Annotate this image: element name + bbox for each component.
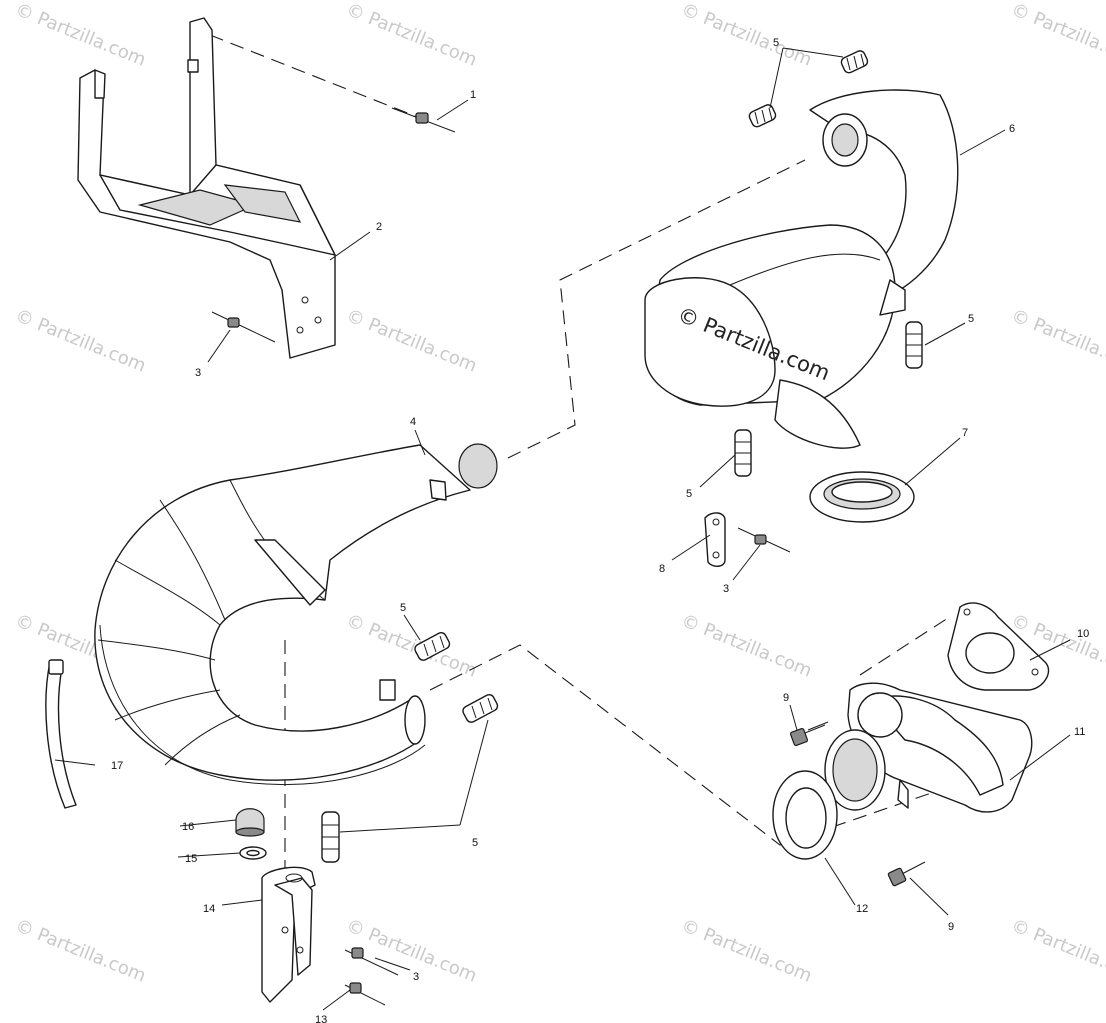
spring-upper-right	[840, 50, 869, 74]
spring-right-vertical	[905, 321, 923, 369]
washer	[239, 846, 267, 860]
leader-lines	[54, 47, 1071, 1011]
spring-lower-center	[321, 811, 340, 863]
callout-2: 2	[376, 221, 382, 233]
screw-part-1	[391, 107, 456, 133]
callout-9: 9	[948, 921, 954, 933]
callout-3: 3	[195, 367, 201, 379]
callout-3: 3	[413, 971, 419, 983]
watermark-text: © Partzilla.com	[343, 610, 480, 682]
callout-5: 5	[686, 488, 692, 500]
mounting-bracket	[77, 17, 336, 359]
callout-17: 17	[111, 760, 123, 772]
watermark-text: © Partzilla.com	[1008, 305, 1106, 377]
watermark-text: © Partzilla.com	[678, 0, 815, 71]
callout-4: 4	[410, 416, 416, 428]
bolt-part-9-lower	[887, 861, 926, 887]
manifold-gasket	[947, 602, 1050, 691]
watermark-text: © Partzilla.com	[1008, 0, 1106, 71]
screw-part-3-lower	[344, 947, 399, 976]
watermark-text: © Partzilla.com	[12, 0, 149, 71]
watermark-text: © Partzilla.com	[343, 915, 480, 987]
spring-mid-right	[462, 694, 499, 723]
watermark-text: © Partzilla.com	[343, 305, 480, 377]
watermark-text: © Partzilla.com	[12, 305, 149, 377]
dash-line	[209, 34, 421, 119]
callout-5: 5	[472, 837, 478, 849]
callout-5: 5	[400, 602, 406, 614]
callout-8: 8	[659, 563, 665, 575]
callout-7: 7	[962, 427, 968, 439]
rubber-bumper	[235, 808, 265, 837]
spring-lower-vertical	[734, 429, 752, 477]
dash-line	[429, 644, 941, 846]
watermark-text: © Partzilla.com	[678, 610, 815, 682]
strap-plate	[704, 512, 726, 567]
callout-15: 15	[185, 853, 197, 865]
rubber-strap	[45, 659, 77, 809]
callout-3: 3	[723, 583, 729, 595]
exhaust-manifold	[824, 682, 1033, 813]
lower-bracket	[261, 866, 316, 1003]
callout-11: 11	[1074, 726, 1085, 738]
callout-labels: 1 2 3 4 5 6 5 5 7 8 3 5 5 17 16 15 14 3 …	[111, 37, 1089, 1023]
spring-mid-left	[414, 632, 451, 661]
callout-1: 1	[470, 89, 476, 101]
seal-ring	[772, 770, 838, 860]
callout-9: 9	[783, 692, 789, 704]
callout-10: 10	[1077, 628, 1089, 640]
callout-6: 6	[1009, 123, 1015, 135]
watermark-text: © Partzilla.com	[678, 915, 815, 987]
watermark-text: © Partzilla.com	[1008, 915, 1106, 987]
bolt-part-9-upper	[789, 721, 829, 747]
grommet-ring	[809, 471, 915, 523]
dash-line	[859, 617, 949, 676]
silencer	[644, 89, 959, 449]
callout-12: 12	[856, 903, 868, 915]
screw-part-13	[344, 982, 386, 1006]
screw-part-3-right	[737, 527, 791, 553]
dash-line	[507, 159, 806, 459]
spring-upper-left	[748, 104, 777, 128]
callout-16: 16	[182, 821, 194, 833]
screw-part-3-upper	[211, 311, 276, 343]
expansion-chamber	[94, 443, 498, 786]
callout-13: 13	[315, 1014, 327, 1023]
callout-5: 5	[968, 313, 974, 325]
watermark-text: © Partzilla.com	[12, 915, 149, 987]
callout-5: 5	[773, 37, 779, 49]
watermark-text: © Partzilla.com	[343, 0, 480, 71]
callout-14: 14	[203, 903, 215, 915]
